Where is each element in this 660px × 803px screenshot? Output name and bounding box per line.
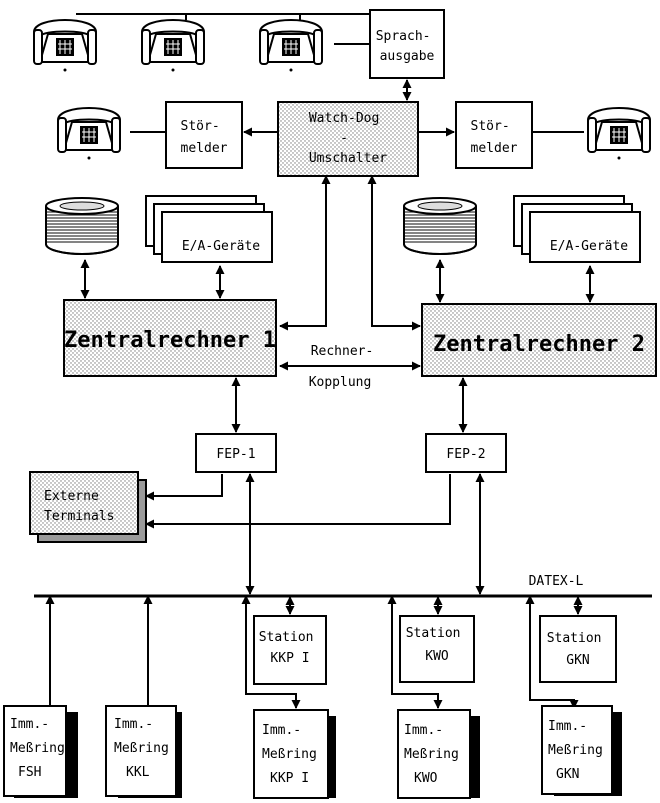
zentralrechner-1-label: Zentralrechner 1 xyxy=(64,328,276,353)
watchdog-umschalter-label: Watch-Dog - Umschalter xyxy=(309,111,387,166)
station-gkn-box xyxy=(539,615,617,683)
watchdog-umschalter-box xyxy=(277,101,419,177)
rechner-kopplung-label-1: Rechner- xyxy=(311,344,374,359)
messring-gkn-label: Imm.- Meßring GKN xyxy=(548,719,611,782)
messring-kwo-box xyxy=(397,709,471,799)
sprachausgabe-box xyxy=(369,9,445,79)
ea-geraete-left-label: E/A-Geräte xyxy=(182,239,260,254)
rechner-kopplung-label-2: Kopplung xyxy=(309,375,372,390)
messring-fsh-label: Imm.- Meßring FSH xyxy=(10,717,73,780)
station-kkp-box xyxy=(253,615,327,685)
telephone-icon xyxy=(33,19,97,73)
zentralrechner-1-box xyxy=(63,299,277,377)
externe-terminals-box xyxy=(29,471,139,535)
sprachausgabe-label: Sprach- ausgabe xyxy=(376,29,439,64)
telephone-icon xyxy=(141,19,205,73)
messring-gkn-box xyxy=(541,705,613,795)
zentralrechner-2-label: Zentralrechner 2 xyxy=(433,332,645,357)
stoermelder-left-box xyxy=(165,101,243,169)
datex-l-label: DATEX-L xyxy=(529,574,584,589)
externe-terminals-label: Externe Terminals xyxy=(44,489,114,524)
stoermelder-right-label: Stör- melder xyxy=(471,119,518,156)
fep-2-box xyxy=(425,433,507,473)
messring-kwo-label: Imm.- Meßring KWO xyxy=(404,723,467,786)
messring-kkp-box xyxy=(253,709,329,799)
stoermelder-right-box xyxy=(455,101,533,169)
disk-drive-icon xyxy=(45,197,119,255)
disk-drive-icon xyxy=(403,197,477,255)
messring-kkp-label: Imm.- Meßring KKP I xyxy=(262,723,325,786)
fep-2-label: FEP-2 xyxy=(446,447,485,462)
fep-1-box xyxy=(195,433,277,473)
fep-1-label: FEP-1 xyxy=(216,447,255,462)
zentralrechner-2-box xyxy=(421,303,657,377)
messring-fsh-box xyxy=(3,705,67,797)
telephone-icon xyxy=(259,19,323,73)
telephone-icon xyxy=(587,107,651,161)
stoermelder-left-label: Stör- melder xyxy=(181,119,228,156)
telephone-icon xyxy=(57,107,121,161)
messring-kkl-box xyxy=(105,705,177,797)
ea-geraete-right-label: E/A-Geräte xyxy=(550,239,628,254)
messring-kkl-label: Imm.- Meßring KKL xyxy=(114,717,177,780)
